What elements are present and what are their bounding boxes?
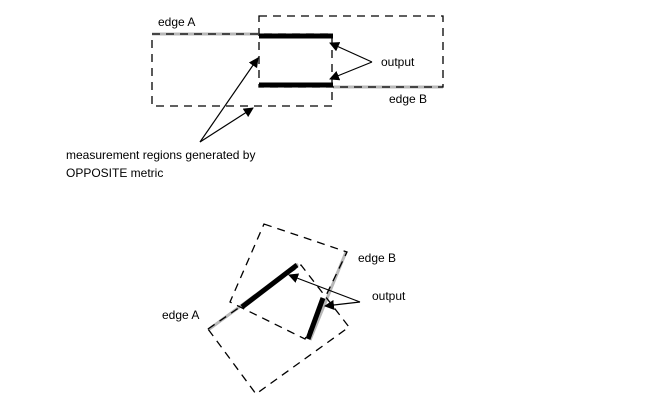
top-output-arrow-lower bbox=[329, 61, 373, 81]
bottom-edge-b-label: edge B bbox=[358, 251, 397, 265]
top-edge-a-label: edge A bbox=[158, 15, 196, 29]
bottom-output-arrow-b bbox=[324, 300, 361, 310]
bottom-diagram bbox=[207, 223, 361, 395]
bottom-edge-a-label: edge A bbox=[162, 308, 200, 322]
bottom-measurement-region-right bbox=[207, 264, 350, 395]
bottom-output-a bbox=[240, 263, 299, 309]
top-measurement-region-right bbox=[258, 15, 444, 88]
measurement-regions-label-line-2: OPPOSITE metric bbox=[66, 166, 164, 180]
top-measurement-arrow-right bbox=[199, 107, 254, 143]
top-edge-b-label: edge B bbox=[389, 92, 428, 106]
bottom-output-b bbox=[305, 297, 326, 340]
measurement-regions-label-line-1: measurement regions generated by bbox=[66, 148, 256, 162]
top-measurement-arrow-left bbox=[199, 57, 259, 143]
bottom-measurement-region-left bbox=[229, 223, 348, 340]
top-output-arrow-upper bbox=[329, 42, 373, 63]
top-output-label: output bbox=[381, 55, 415, 69]
bottom-output-arrow-a bbox=[288, 273, 361, 303]
bottom-output-label: output bbox=[372, 289, 406, 303]
top-measurement-region-left bbox=[151, 33, 333, 107]
top-diagram bbox=[151, 15, 444, 143]
